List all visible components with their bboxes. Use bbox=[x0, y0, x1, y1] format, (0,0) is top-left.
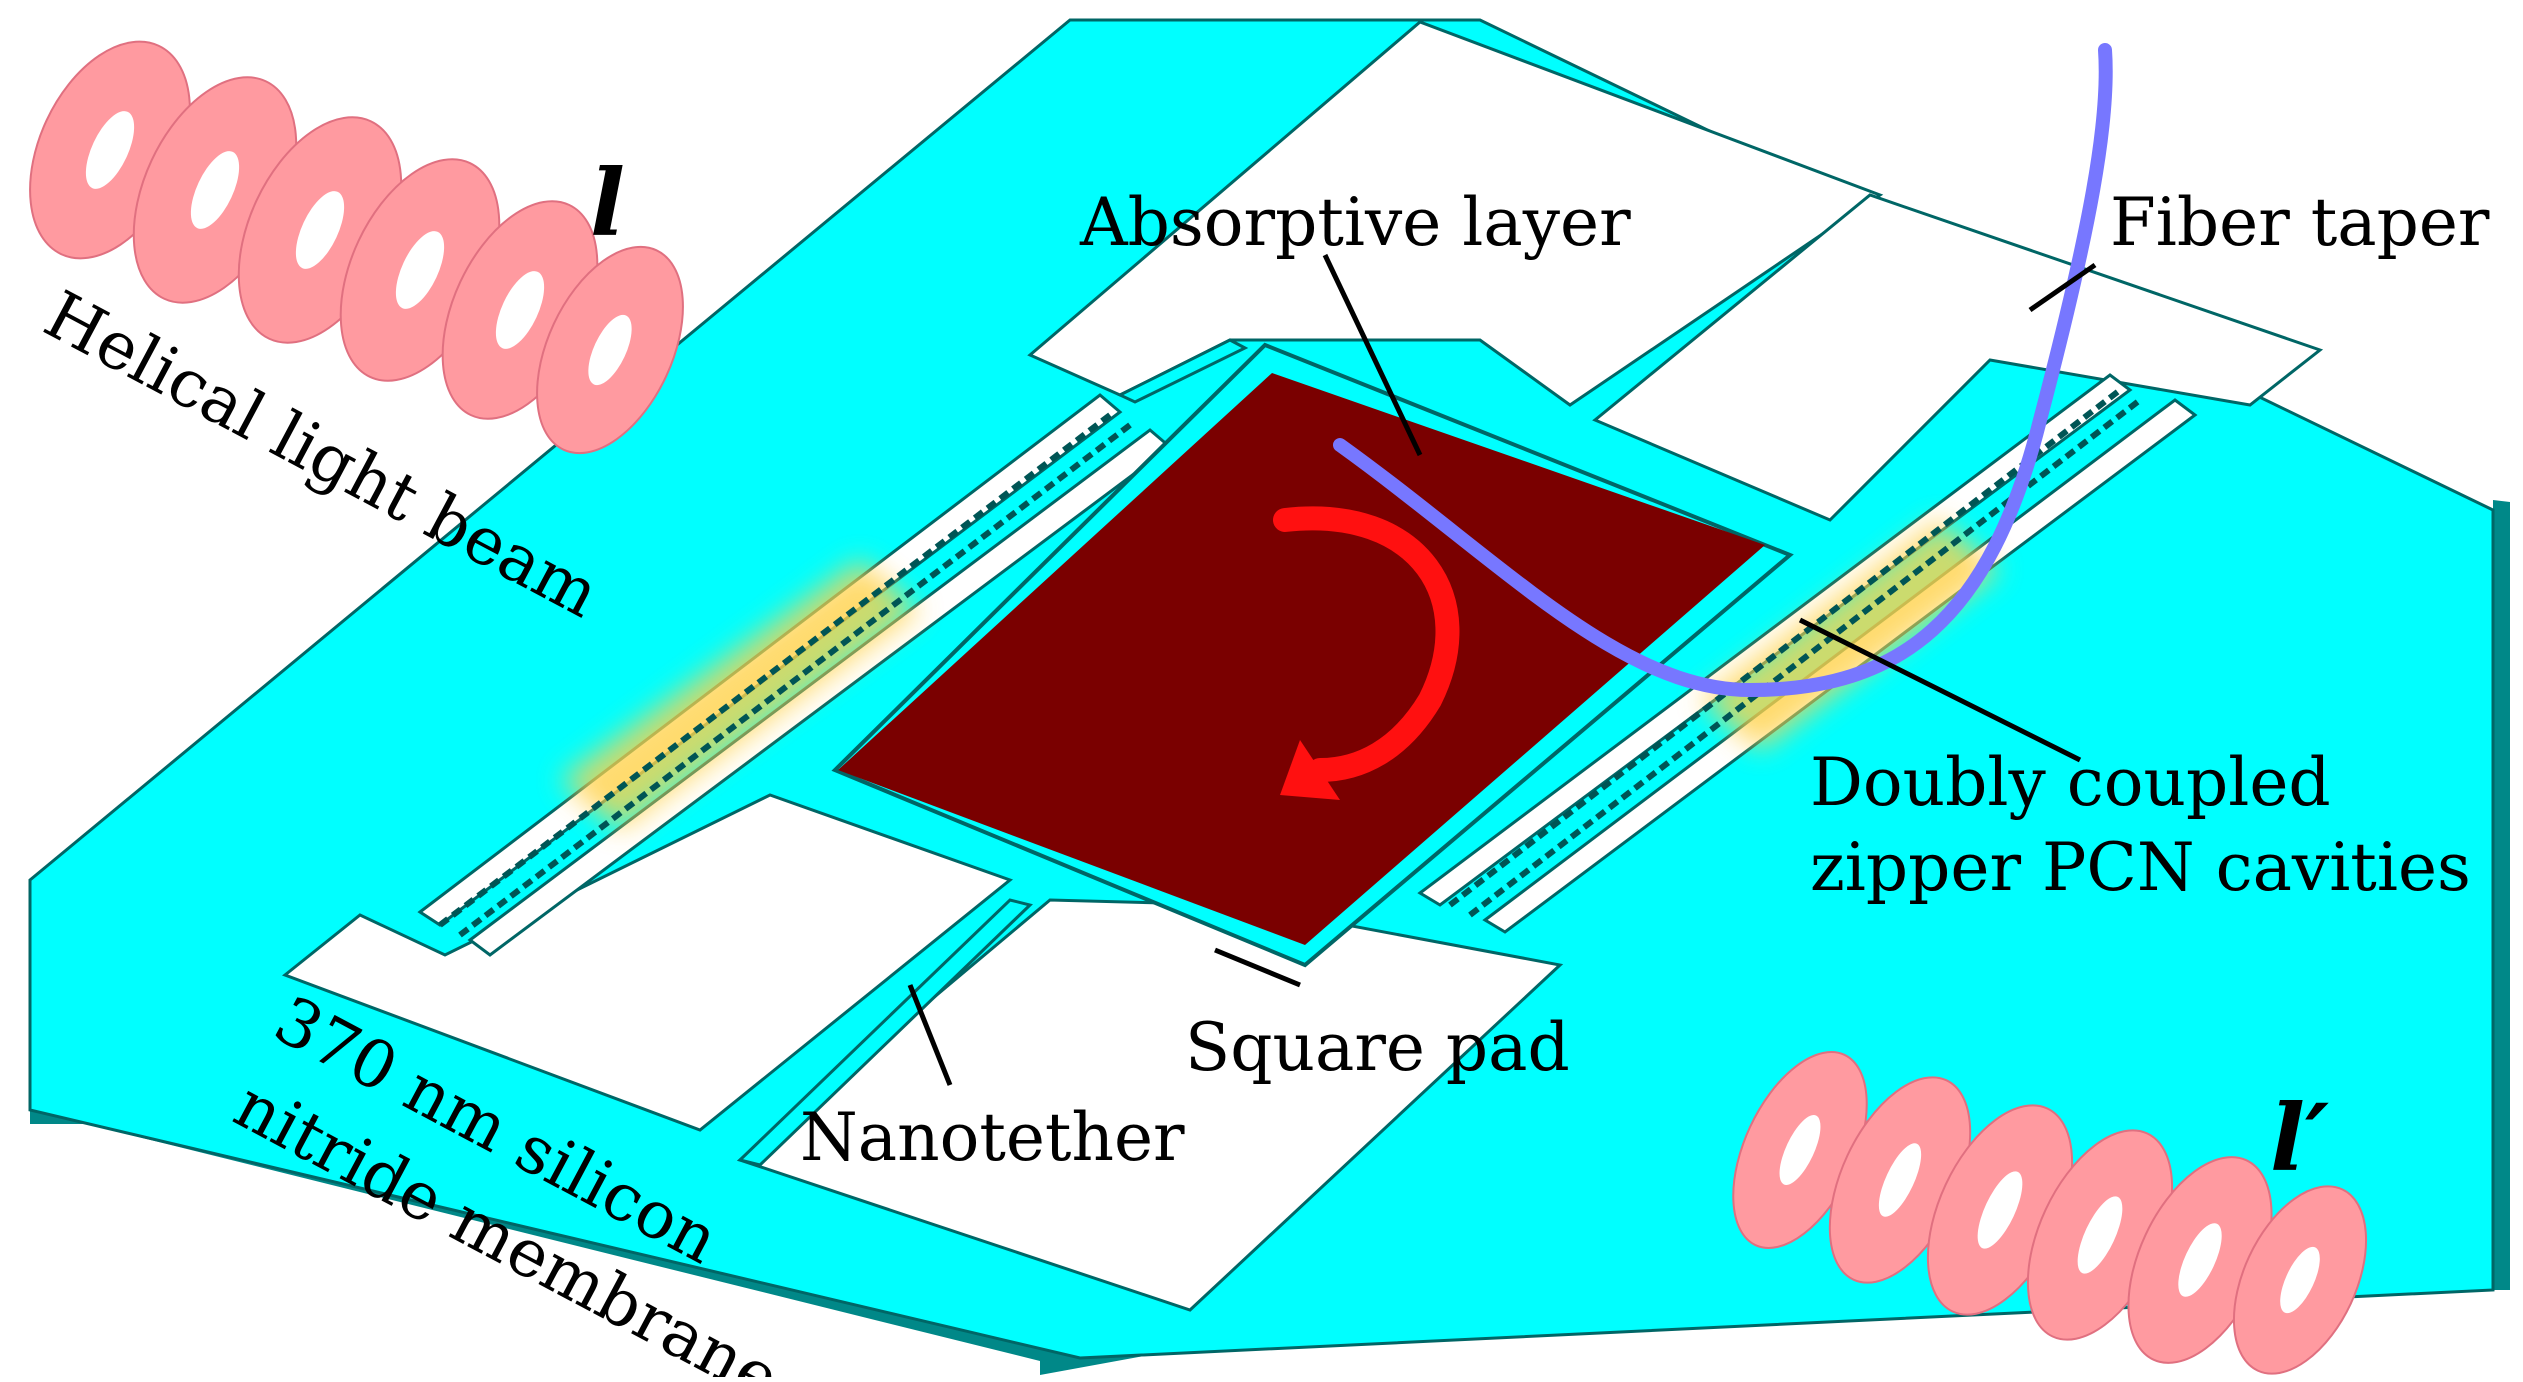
helical-beam-out-holes bbox=[1779, 1115, 2320, 1314]
absorptive-layer bbox=[838, 373, 1765, 945]
helix-out-hole-4 bbox=[2077, 1196, 2123, 1274]
cavity-left-beam-b bbox=[458, 422, 1132, 938]
helix-hole-4 bbox=[395, 231, 445, 309]
label-nanotether: Nanotether bbox=[800, 1099, 1185, 1176]
leader-square-pad bbox=[1214, 947, 1301, 988]
zipper-cavity-left bbox=[438, 412, 1132, 938]
cavity-right-beam-a bbox=[1448, 387, 2122, 908]
rotation-arrow-head bbox=[1280, 740, 1340, 800]
label-l-in: l bbox=[590, 149, 625, 257]
leader-fiber-taper bbox=[2028, 262, 2097, 313]
nanotether-left bbox=[737, 898, 1033, 1167]
membrane-edge-right bbox=[2493, 500, 2510, 1290]
helical-beam-in bbox=[29, 40, 684, 455]
helix-hole-5 bbox=[495, 271, 545, 349]
leader-nanotether bbox=[907, 984, 953, 1086]
label-absorptive-layer: Absorptive layer bbox=[1079, 184, 1631, 261]
nanotether-top bbox=[1116, 338, 1249, 404]
slot-right-outer bbox=[1417, 373, 2133, 907]
curved-arrow-icon bbox=[1273, 506, 1460, 800]
helix-hole-2 bbox=[190, 151, 240, 229]
leader-cavities bbox=[1798, 617, 2082, 763]
helix-hole-1 bbox=[85, 111, 135, 189]
helix-out-hole-5 bbox=[2178, 1223, 2222, 1297]
label-square-pad: Square pad bbox=[1185, 1009, 1570, 1086]
helix-out-hole-2 bbox=[1878, 1143, 1922, 1217]
helix-hole-3 bbox=[295, 191, 345, 269]
helix-out-hole-3 bbox=[1977, 1171, 2023, 1249]
label-l-out: l′ bbox=[2270, 1084, 2329, 1192]
cavity-left-beam-a bbox=[438, 412, 1112, 928]
cutout-top-right bbox=[1592, 193, 2324, 522]
leader-lines bbox=[907, 253, 2097, 1086]
label-cavities-line1: Doubly coupled bbox=[1810, 744, 2331, 821]
cutout-bottom-left bbox=[281, 793, 1014, 1132]
leader-absorptive-layer bbox=[1322, 253, 1423, 457]
rotation-arrow-body bbox=[1273, 506, 1460, 782]
helix-hole-6 bbox=[588, 314, 632, 386]
label-fiber-taper: Fiber taper bbox=[2110, 184, 2490, 261]
helical-beam-in-holes bbox=[85, 111, 632, 386]
helix-out-hole-1 bbox=[1779, 1115, 1821, 1185]
cavity-right-beam-b bbox=[1468, 397, 2142, 918]
label-cavities-line2: zipper PCN cavities bbox=[1810, 829, 2471, 906]
helix-out-hole-6 bbox=[2280, 1246, 2320, 1314]
nanotethers bbox=[737, 338, 1249, 1167]
cutout-bottom-right bbox=[736, 898, 1564, 1312]
fiber-taper bbox=[1333, 43, 2113, 698]
